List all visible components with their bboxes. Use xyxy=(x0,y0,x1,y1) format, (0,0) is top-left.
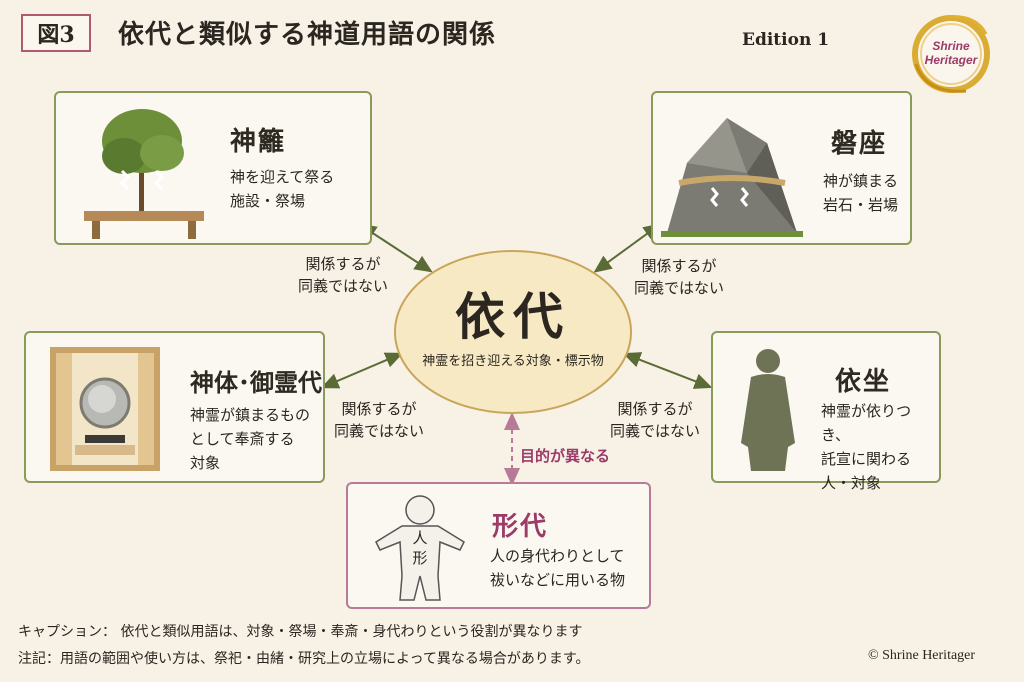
shrine-heritager-logo: Shrine Heritager xyxy=(906,9,996,99)
card-description: 神霊が鎮まるもの として奉斎する 対象 xyxy=(190,406,311,472)
card-description: 神を迎えて祭る 施設・祭場 xyxy=(230,168,335,210)
card-iwakura: 磐座 神が鎮まる 岩石・岩場 xyxy=(651,91,912,245)
logo-text-line2: Heritager xyxy=(924,53,978,67)
copyright-text: © Shrine Heritager xyxy=(868,648,976,663)
note-text: 注記：用語の範囲や使い方は、祭祀・由緒・研究上の立場によって異なる場合があります… xyxy=(18,651,590,667)
sakaki-tree-illustration xyxy=(84,109,204,239)
relation-label-shintai: 関係するが同義ではない xyxy=(333,400,424,440)
edition-label: Edition 1 xyxy=(742,30,830,50)
human-figure-silhouette xyxy=(741,349,795,471)
shrine-cabinet-mirror-illustration xyxy=(50,347,160,471)
card-description: 神が鎮まる 岩石・岩場 xyxy=(823,172,899,214)
center-term: 依代 xyxy=(455,287,571,346)
logo-ring-icon xyxy=(912,15,990,93)
page-title: 依代と類似する神道用語の関係 xyxy=(118,20,497,50)
card-shintai: 神体･御霊代 神霊が鎮まるもの として奉斎する 対象 xyxy=(24,331,325,483)
card-term: 磐座 xyxy=(831,129,888,159)
card-yorimashi: 依坐 神霊が依りつき、 託宣に関わる 人・対象 xyxy=(711,331,941,492)
relation-label-katashiro: 目的が異なる xyxy=(520,447,611,465)
paper-doll-illustration xyxy=(375,495,465,601)
figure-label: 図3 xyxy=(21,14,91,52)
paper-doll-label: 人形 xyxy=(412,529,428,567)
relation-label-himorogi: 関係するが同義ではない xyxy=(297,255,388,295)
center-definition: 神霊を招き迎える対象・標示物 xyxy=(422,354,604,369)
card-katashiro: 人形 形代 人の身代わりとして 祓いなどに用いる物 xyxy=(346,482,651,609)
relation-label-yorimashi: 関係するが同義ではない xyxy=(609,400,700,440)
logo-text-line1: Shrine xyxy=(932,39,970,53)
arrow-yorimashi xyxy=(622,352,713,389)
card-term: 依坐 xyxy=(835,367,892,397)
sacred-rock-illustration xyxy=(661,118,803,237)
card-description: 人の身代わりとして 祓いなどに用いる物 xyxy=(490,547,626,589)
arrow-iwakura xyxy=(593,223,662,273)
caption-text: キャプション： 依代と類似用語は、対象・祭場・奉斎・身代わりという役割が異なりま… xyxy=(18,624,583,640)
card-description: 神霊が依りつき、 託宣に関わる 人・対象 xyxy=(821,402,912,492)
relation-label-iwakura: 関係するが同義ではない xyxy=(633,257,724,297)
card-term: 神籬 xyxy=(230,127,287,157)
card-himorogi: 神籬 神を迎えて祭る 施設・祭場 xyxy=(54,91,372,245)
arrow-shintai xyxy=(320,352,404,389)
card-term: 形代 xyxy=(492,512,549,542)
card-term: 神体･御霊代 xyxy=(190,368,322,397)
arrow-himorogi xyxy=(358,223,433,273)
center-ellipse xyxy=(394,250,632,414)
